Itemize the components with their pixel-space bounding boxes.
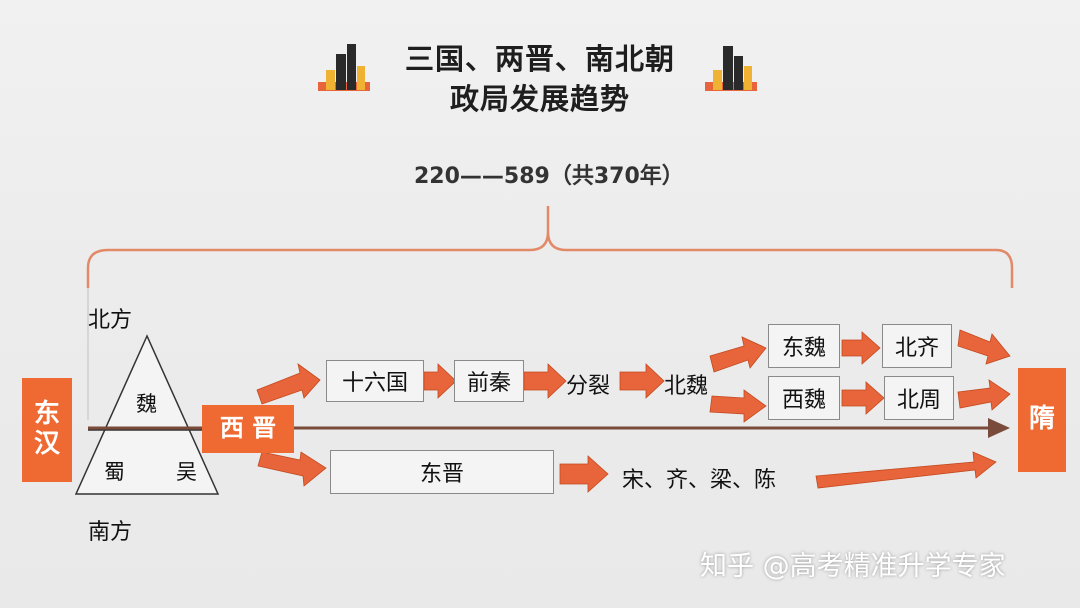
- three-kingdoms-triangle: [74, 334, 220, 495]
- arrow-to-shiliuguo: [256, 363, 321, 405]
- arrow-dongwei-beiqi: [841, 331, 881, 365]
- bar-logo-icon-left: [318, 44, 370, 91]
- state-sui: 隋: [1018, 368, 1066, 472]
- arrow-beiwei-xiwei: [709, 389, 767, 423]
- label-shu: 蜀: [104, 460, 125, 484]
- region-south: 南方: [88, 520, 133, 545]
- title-line2: 政局发展趋势: [449, 82, 630, 116]
- state-beiqi: 北齐: [882, 324, 952, 368]
- region-north: 北方: [88, 308, 133, 333]
- arrow-beiwei-dongwei: [709, 336, 767, 373]
- arrow-fenlie-beiwei: [619, 363, 665, 399]
- arrow-qianqin-fenlie: [523, 363, 567, 399]
- timeline-arrowhead: [988, 418, 1010, 438]
- period-label: 220——589（共370年）: [414, 164, 684, 189]
- arrow-beiqi-sui: [957, 329, 1011, 365]
- state-donghan: 东 汉: [22, 378, 72, 482]
- arrow-to-dongjin: [257, 451, 327, 487]
- state-xijin: 西 晋: [202, 405, 294, 453]
- state-dongjin: 东晋: [330, 450, 554, 494]
- arrow-shiliuguo-qianqin: [423, 363, 457, 399]
- state-southern-dynasties: 宋、齐、梁、陈: [622, 468, 777, 493]
- watermark-text: 知乎 @高考精准升学专家: [700, 551, 1006, 582]
- state-xiwei: 西魏: [768, 376, 840, 420]
- arrow-dongjin-southern: [559, 455, 609, 493]
- arrow-beizhou-sui: [957, 379, 1011, 411]
- arrow-xiwei-beizhou: [841, 381, 885, 415]
- title-line1: 三国、两晋、南北朝: [404, 42, 675, 76]
- state-fenlie: 分裂: [566, 374, 611, 399]
- state-qianqin: 前秦: [454, 360, 524, 402]
- state-beizhou: 北周: [884, 376, 954, 420]
- state-beiwei: 北魏: [664, 374, 709, 399]
- state-shiliuguo: 十六国: [326, 360, 424, 402]
- label-wei: 魏: [136, 392, 157, 416]
- label-wu: 吴: [176, 460, 197, 484]
- arrow-southern-sui: [815, 451, 997, 489]
- bar-logo-icon-right: [705, 46, 757, 91]
- period-bracket: [86, 206, 1014, 288]
- state-dongwei: 东魏: [768, 324, 840, 368]
